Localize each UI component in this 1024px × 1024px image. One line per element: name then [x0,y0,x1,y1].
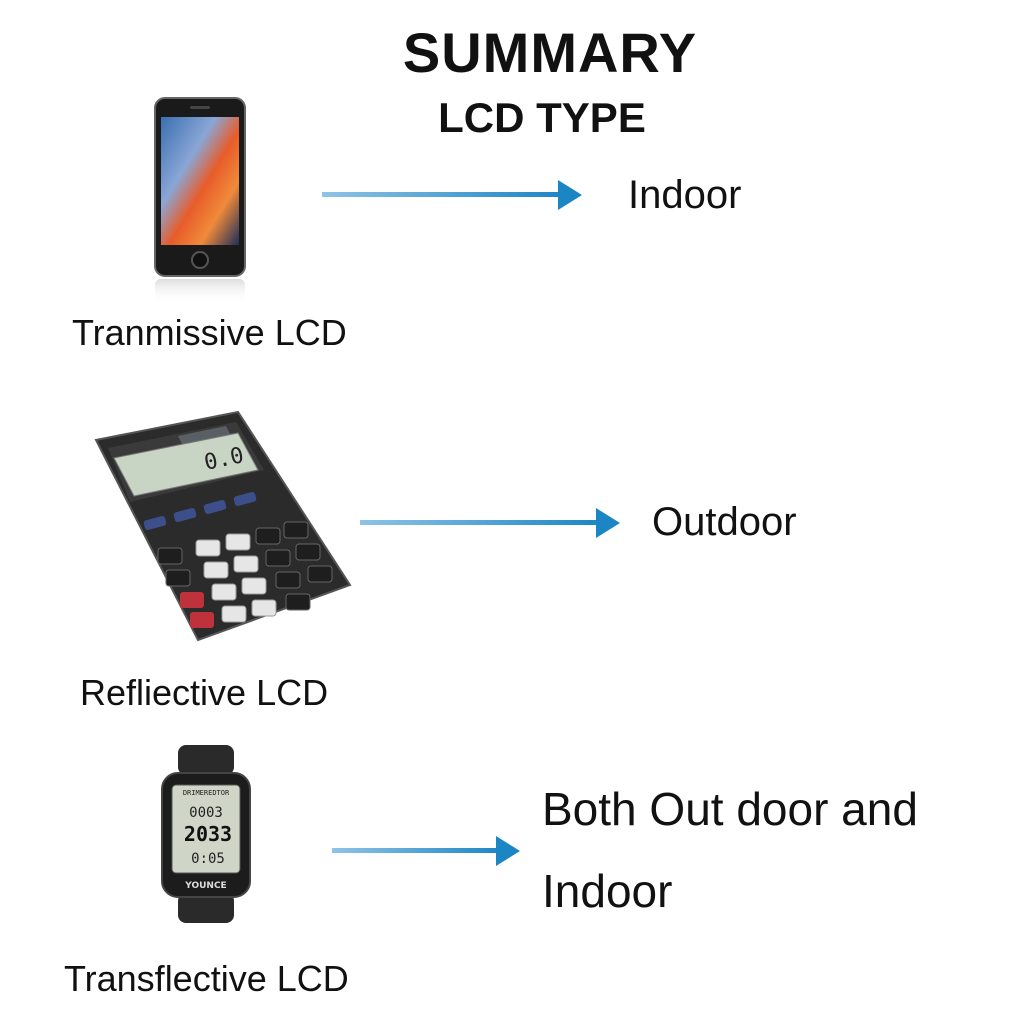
watch-readout-1: 0003 [189,805,223,821]
usage-indoor: Indoor [628,173,742,217]
transflective-lcd-label: Transflective LCD [64,958,349,999]
arrow-right-icon [322,178,584,212]
smartphone-icon [150,95,250,305]
arrow-right-icon [360,506,622,540]
transmissive-lcd-label: Tranmissive LCD [72,312,347,353]
page-title: SUMMARY [402,21,698,84]
usage-both-line-1: Both Out door and [542,783,918,835]
usage-both: Both Out door and Indoor [542,768,918,932]
usage-outdoor: Outdoor [652,500,797,544]
reflective-lcd-label: Refliective LCD [80,672,329,713]
watch-top-text: DRIMEREDTOR [183,789,230,797]
calculator-icon: 0.0 [88,400,358,650]
watch-readout-2: 2033 [184,822,232,846]
arrow-right-icon [332,834,522,868]
usage-both-line-2: Indoor [542,865,673,917]
watch-brand: YOUNCE [184,881,226,891]
watch-readout-3: 0:05 [191,851,225,867]
smartwatch-icon: DRIMEREDTOR 0003 2033 0:05 YOUNCE [160,745,252,923]
page-subtitle: LCD TYPE [438,94,646,141]
